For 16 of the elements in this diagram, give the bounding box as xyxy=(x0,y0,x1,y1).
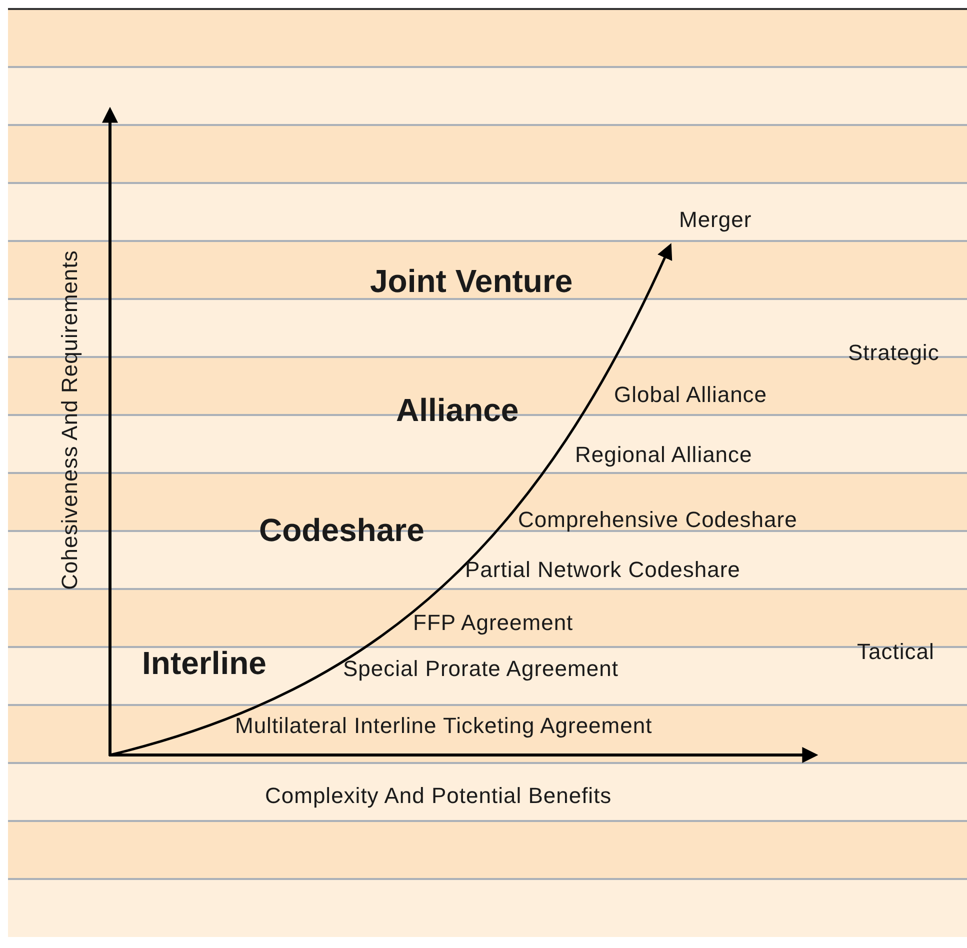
stage-heading: Alliance xyxy=(396,394,519,426)
stage-heading: Interline xyxy=(142,647,266,679)
tier-label: Tactical xyxy=(857,641,934,663)
level-label: Global Alliance xyxy=(614,384,768,406)
stage-heading: Codeshare xyxy=(259,514,424,546)
level-label: Partial Network Codeshare xyxy=(465,559,740,581)
level-label: Multilateral Interline Ticketing Agreement xyxy=(235,715,652,737)
curve-end-label: Merger xyxy=(679,209,752,231)
axis-title: Cohesiveness And Requirements xyxy=(58,250,81,590)
level-label: Regional Alliance xyxy=(575,444,752,466)
stage-heading: Joint Venture xyxy=(370,265,573,297)
level-label: FFP Agreement xyxy=(413,612,574,634)
level-label: Special Prorate Agreement xyxy=(343,658,618,680)
tier-label: Strategic xyxy=(848,342,940,364)
axis-title: Complexity And Potential Benefits xyxy=(265,785,612,807)
level-label: Comprehensive Codeshare xyxy=(518,509,798,531)
